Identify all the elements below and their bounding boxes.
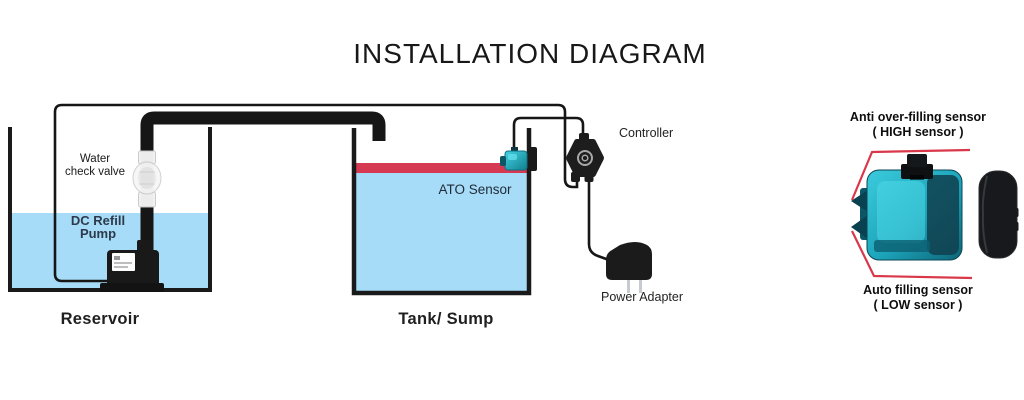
plug-prong bbox=[627, 280, 630, 293]
power-adapter-label: Power Adapter bbox=[601, 290, 683, 304]
low-sensor-label: Auto filling sensor( LOW sensor ) bbox=[863, 283, 973, 312]
ato-sensor-label: ATO Sensor bbox=[438, 182, 512, 197]
reservoir-label: Reservoir bbox=[60, 310, 140, 328]
dc-refill-pump bbox=[100, 240, 164, 292]
tank-vessel bbox=[351, 128, 532, 296]
check-valve bbox=[132, 150, 162, 208]
refill-tube bbox=[140, 111, 386, 252]
leader-lines bbox=[850, 148, 973, 280]
water-level-line bbox=[354, 163, 527, 173]
controller-device bbox=[566, 133, 604, 182]
ato-sensor-device bbox=[500, 147, 537, 171]
diagram-title: INSTALLATION DIAGRAM bbox=[353, 38, 707, 69]
sensor-cable bbox=[512, 116, 585, 155]
plug-prong bbox=[639, 280, 642, 293]
controller-ring-icon bbox=[577, 150, 593, 166]
pump-power-cable bbox=[53, 103, 579, 283]
magnet-disc bbox=[978, 170, 1019, 259]
tank-sump-label: Tank/ Sump bbox=[398, 310, 494, 328]
power-adapter-cable bbox=[587, 174, 611, 262]
controller-label: Controller bbox=[619, 126, 674, 140]
product-sensor-photo bbox=[851, 154, 1019, 261]
high-sensor-label: Anti over-filling sensor( HIGH sensor ) bbox=[849, 110, 987, 139]
power-adapter-device bbox=[606, 242, 652, 293]
